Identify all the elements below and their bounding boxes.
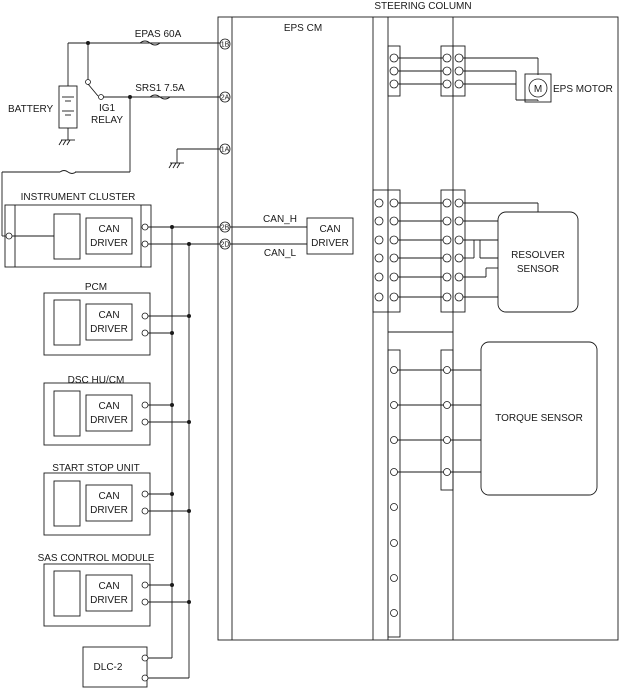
srs-fuse-icon	[149, 94, 171, 100]
pin-2a: 2A	[219, 91, 231, 103]
svg-text:CAN: CAN	[319, 224, 340, 235]
start-stop-label: START STOP UNIT	[52, 463, 139, 474]
epas-fuse-label: EPAS 60A	[135, 29, 182, 40]
svg-text:DRIVER: DRIVER	[90, 505, 128, 516]
dlc-2-label: DLC-2	[94, 662, 123, 673]
pcm-box	[43, 292, 151, 356]
battery-label: BATTERY	[8, 104, 54, 115]
svg-text:M: M	[534, 84, 542, 95]
cluster-fuse-icon	[59, 170, 77, 174]
steering-column-frame	[217, 16, 619, 641]
resolver-label: RESOLVER	[511, 250, 565, 261]
eps-motor-connectors	[387, 45, 539, 101]
sas-label: SAS CONTROL MODULE	[38, 553, 155, 564]
pcm-label: PCM	[85, 282, 107, 293]
steering-column-label: STEERING COLUMN	[374, 1, 471, 12]
pin-1a: 1A	[219, 143, 231, 155]
resolver-sensor-label: SENSOR	[517, 264, 559, 275]
eps-motor-label: EPS MOTOR	[553, 84, 613, 95]
dsc-box	[43, 382, 151, 446]
svg-text:DRIVER: DRIVER	[311, 238, 349, 249]
sas-box	[43, 563, 151, 627]
svg-text:CAN: CAN	[98, 491, 119, 502]
svg-text:DRIVER: DRIVER	[90, 238, 128, 249]
torque-connectors	[387, 349, 481, 638]
eps-cm-label: EPS CM	[284, 23, 322, 34]
pin-2b: 2B	[219, 221, 231, 233]
eps-motor-icon	[528, 78, 548, 98]
dlc-2-box	[82, 646, 148, 688]
torque-sensor-label: TORQUE SENSOR	[495, 413, 583, 424]
svg-text:CAN: CAN	[98, 401, 119, 412]
svg-text:CAN: CAN	[98, 581, 119, 592]
battery-icon	[58, 85, 78, 129]
epas-fuse-icon	[139, 40, 161, 46]
can-h-label: CAN_H	[263, 214, 297, 225]
srs-fuse-label: SRS1 7.5A	[135, 83, 185, 94]
ig1-label: IG1	[99, 103, 116, 114]
svg-text:DRIVER: DRIVER	[90, 415, 128, 426]
instrument-cluster-label: INSTRUMENT CLUSTER	[21, 192, 136, 203]
svg-text:DRIVER: DRIVER	[90, 595, 128, 606]
svg-text:1B: 1B	[221, 42, 230, 49]
dsc-label: DSC HU/CM	[68, 375, 125, 386]
eps-motor-housing	[524, 73, 552, 103]
resolver-connectors	[372, 189, 539, 313]
ig1-relay-switch-icon	[87, 83, 99, 97]
eps-can-driver-box	[306, 217, 354, 255]
start-stop-box	[43, 472, 151, 536]
svg-text:2A: 2A	[221, 95, 230, 102]
svg-text:2D: 2D	[221, 242, 230, 249]
svg-text:CAN: CAN	[98, 224, 119, 235]
can-l-label: CAN_L	[264, 248, 297, 259]
relay-label: RELAY	[91, 115, 123, 126]
torque-sensor-box	[480, 341, 598, 496]
svg-text:2B: 2B	[221, 225, 230, 232]
instrument-cluster-box	[4, 204, 152, 268]
pin-1b: 1B	[219, 38, 231, 50]
svg-text:1A: 1A	[221, 147, 230, 154]
resolver-sensor-box	[497, 211, 579, 313]
svg-text:DRIVER: DRIVER	[90, 324, 128, 335]
pin-2d: 2D	[219, 238, 231, 250]
svg-text:CAN: CAN	[98, 310, 119, 321]
